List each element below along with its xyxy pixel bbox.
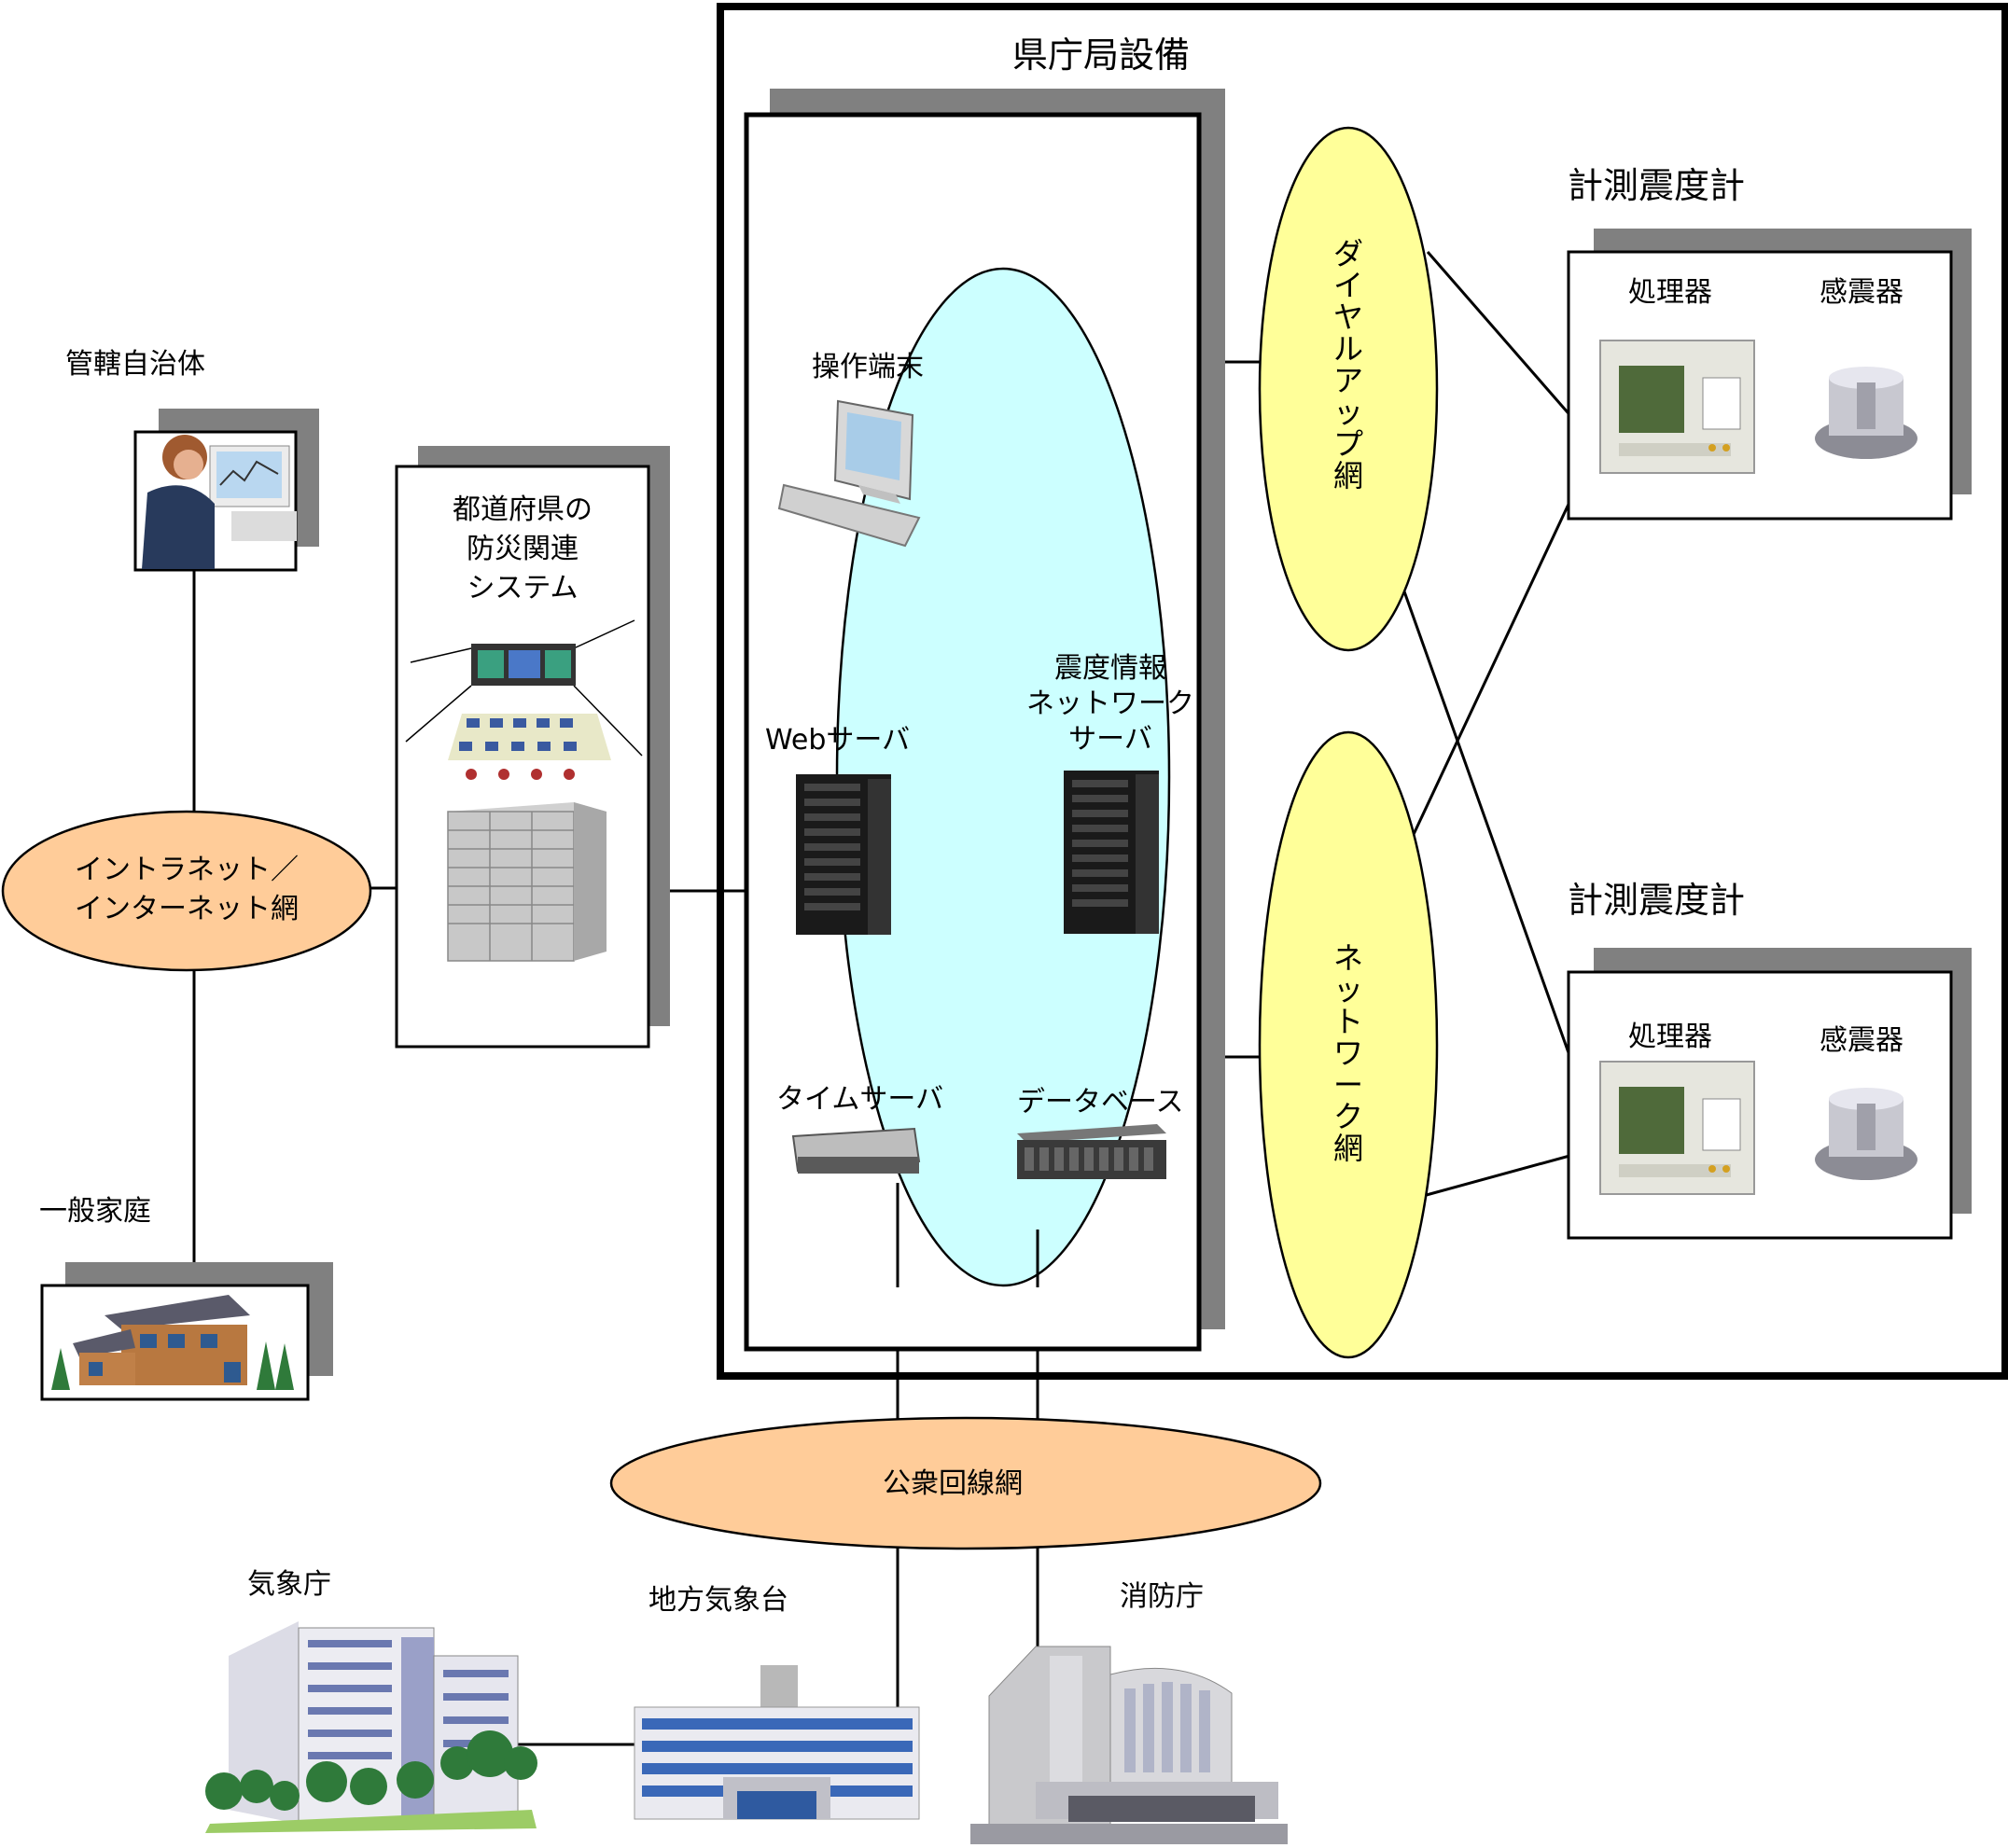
operation-terminal-computer [777,399,921,548]
processor-1-label: 処理器 [1628,276,1712,309]
intranet-ellipse [1,810,372,972]
seismometer-1-title: 計測震度計 [1568,165,1746,206]
seismic-info-server-label: 震度情報 ネットワーク サーバ [1026,652,1194,756]
control-room-picture [405,619,643,780]
public-line-label: 公衆回線網 [883,1467,1023,1500]
dialup-network-label: ダイヤルアップ網 [1332,236,1363,493]
intranet-label: イントラネット／ インターネット網 [75,854,299,925]
network-ellipse [1258,730,1439,1359]
network-network-label: ネットワーク網 [1332,940,1363,1166]
jma-label: 気象庁 [247,1568,331,1601]
sensor-device-2 [1815,1088,1917,1180]
database-label: データベース [1017,1086,1184,1119]
local-observatory-building-picture [634,1665,920,1820]
household-house-picture [40,1262,333,1401]
municipality-label: 管轄自治体 [65,348,205,381]
disaster-system-label: 都道府県の 防災関連 システム [453,493,593,604]
dialup-network-ellipse [1258,126,1439,652]
sensor-2-label: 感震器 [1820,1024,1903,1057]
fire-agency-building-picture [970,1646,1288,1844]
server-rack-picture [447,802,607,962]
operation-terminal-label: 操作端末 [812,351,924,383]
household-label: 一般家庭 [39,1195,151,1228]
web-server-tower [796,774,891,935]
prefecture-facility-frame [717,3,2008,1380]
prefecture-facility-title: 県庁局設備 [1012,35,1191,76]
sensor-1-label: 感震器 [1820,276,1903,309]
seismometer-2-title: 計測震度計 [1568,880,1746,921]
time-server-device [791,1127,921,1174]
database-device [1017,1124,1166,1179]
jma-building-picture [205,1621,537,1833]
local-observatory-label: 地方気象台 [648,1584,788,1617]
web-server-label: Webサーバ [765,724,911,757]
processor-2-label: 処理器 [1628,1021,1712,1053]
seismic-info-server-tower [1064,771,1159,934]
processor-device-2 [1599,1061,1755,1195]
processor-device-1 [1599,340,1755,474]
fire-agency-label: 消防庁 [1120,1580,1204,1613]
sensor-device-1 [1815,367,1917,459]
public-line-ellipse [609,1416,1322,1550]
time-server-label: タイムサーバ [776,1083,944,1116]
municipality-operator-picture [133,409,319,572]
